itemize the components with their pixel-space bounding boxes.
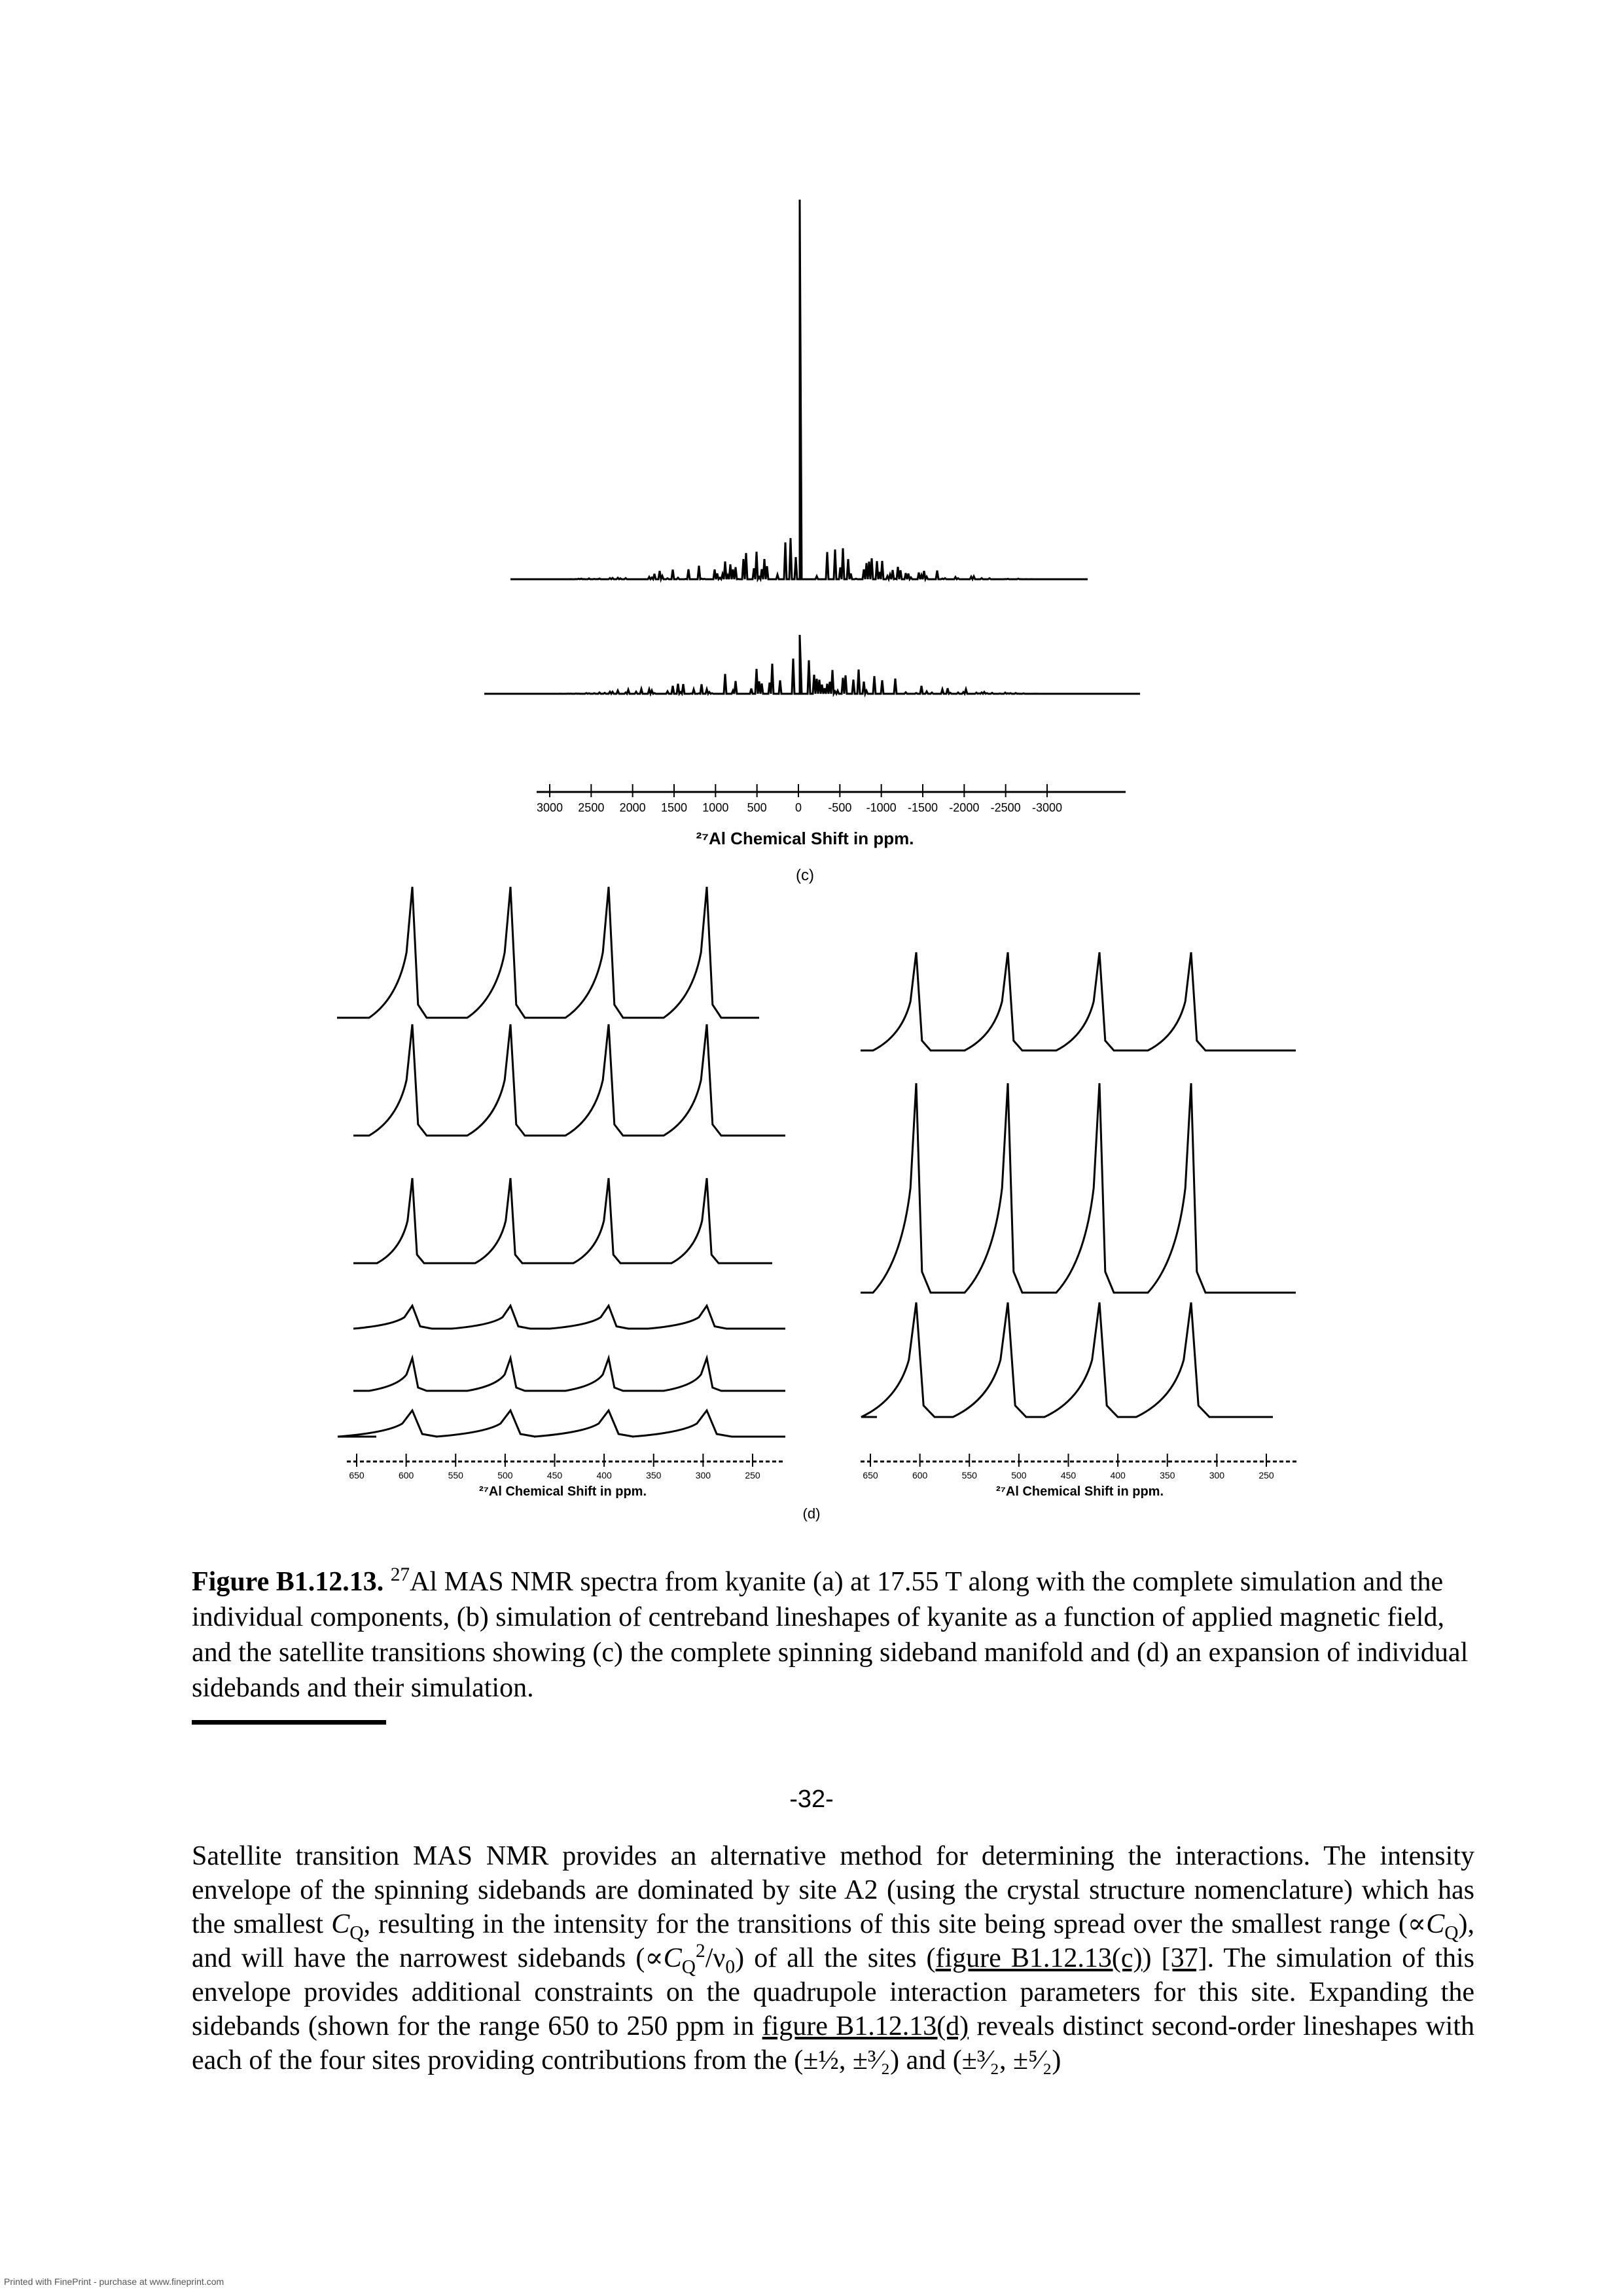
tick-label: -3000 — [1032, 801, 1062, 814]
tick-label: 350 — [1160, 1470, 1175, 1480]
fraction: ½, ± — [818, 2045, 868, 2075]
tick-label: 250 — [1258, 1470, 1274, 1480]
panel-b-axis-label: ²⁷Al Chemical Shift in ppm. — [479, 1484, 647, 1499]
text: reveals distinct second-order lineshapes… — [192, 2011, 1474, 2075]
symbol-cq: C — [331, 1909, 350, 1939]
tick-label: -1000 — [866, 801, 897, 814]
fraction: ⁵⁄₂) — [1028, 2045, 1061, 2075]
text: , resulting in the intensity for the tra… — [363, 1909, 1427, 1939]
tick-label: 300 — [696, 1470, 711, 1480]
fraction: ³⁄₂, ± — [976, 2045, 1029, 2075]
spectrum-b-row1 — [337, 886, 759, 1019]
superscript-2: 2 — [696, 1941, 705, 1962]
tick-label: 400 — [1110, 1470, 1126, 1480]
print-footer: Printed with FinePrint - purchase at www… — [4, 2276, 224, 2287]
spectrum-c-experimental-centreband — [798, 199, 803, 580]
tick-label: 400 — [596, 1470, 612, 1480]
isotope-mass: 27 — [390, 1564, 410, 1585]
tick-label: 3000 — [537, 801, 563, 814]
tick-label: 0 — [795, 801, 802, 814]
tick-label: 550 — [962, 1470, 978, 1480]
spectrum-d-row2 — [861, 1083, 1296, 1294]
subscript-q: Q — [1444, 1922, 1459, 1944]
reference-link[interactable]: [37] — [1161, 1943, 1207, 1973]
caption-text: Al MAS NMR spectra from kyanite (a) at 1… — [192, 1567, 1469, 1703]
spectrum-b-row4 — [353, 1303, 785, 1330]
tick-label: 2000 — [620, 801, 646, 814]
tick-label: 600 — [912, 1470, 928, 1480]
spectrum-c-simulation-centreband — [798, 634, 803, 694]
text: Satellite transition MAS NMR provides an… — [192, 1841, 1474, 1939]
subscript-q: Q — [681, 1956, 696, 1978]
tick-label: -1500 — [908, 801, 938, 814]
text: ) — [1142, 1943, 1162, 1973]
tick-label: 500 — [1011, 1470, 1027, 1480]
spectrum-b-row5 — [353, 1354, 785, 1392]
text: ) of all the sites ( — [735, 1943, 936, 1973]
tick-label: 1500 — [661, 801, 687, 814]
tick-label: 2500 — [578, 801, 604, 814]
nmr-figure: 3000 2500 2000 1500 1000 500 0 -500 -1000 -1500 -2… — [337, 199, 1299, 1522]
tick-label: 250 — [745, 1470, 760, 1480]
subscript-0: 0 — [725, 1956, 736, 1978]
tick-label: 600 — [399, 1470, 414, 1480]
figure-label: Figure B1.12.13. — [192, 1567, 384, 1597]
symbol-cq: C — [663, 1943, 682, 1973]
page-number: -32- — [789, 1785, 834, 1813]
spectrum-c-simulation — [484, 658, 1140, 698]
fraction: ³⁄₂) and (± — [867, 2045, 977, 2075]
tick-label: -2000 — [949, 801, 979, 814]
figure-link-d[interactable]: figure B1.12.13(d) — [762, 2011, 969, 2041]
figure-link-c[interactable]: figure B1.12.13(c) — [935, 1943, 1143, 1973]
tick-label: -500 — [828, 801, 851, 814]
panel-c-tag: (c) — [796, 867, 814, 884]
spectrum-b-row3 — [353, 1177, 772, 1265]
figure-caption: Figure B1.12.13. 27Al MAS NMR spectra fr… — [192, 1564, 1474, 1706]
panel-bd-tag: (d) — [803, 1505, 821, 1522]
tick-label: 450 — [547, 1470, 563, 1480]
spectrum-d-row3 — [861, 1302, 1273, 1418]
panel-c-axis-label: ²⁷Al Chemical Shift in ppm. — [696, 829, 914, 848]
text: /ν — [705, 1943, 726, 1973]
tick-label: 650 — [349, 1470, 365, 1480]
tick-label: 350 — [646, 1470, 662, 1480]
tick-label: 300 — [1209, 1470, 1225, 1480]
panel-d-axis-label: ²⁷Al Chemical Shift in ppm. — [996, 1484, 1164, 1499]
tick-label: 500 — [497, 1470, 513, 1480]
tick-label: 500 — [747, 801, 767, 814]
spectrum-d-row1 — [861, 952, 1296, 1052]
spectrum-b-row2 — [353, 1024, 785, 1137]
tick-label: -2500 — [991, 801, 1021, 814]
tick-label: 650 — [863, 1470, 878, 1480]
tick-label: 550 — [448, 1470, 464, 1480]
tick-label: 450 — [1061, 1470, 1077, 1480]
subscript-q: Q — [349, 1922, 364, 1944]
spectrum-b-row6 — [337, 1408, 785, 1438]
text: ), and will have the narrowest sidebands… — [192, 1909, 1474, 1973]
separator-rule — [192, 1720, 386, 1725]
text: . The simulation of this envelope provid… — [192, 1943, 1474, 2041]
tick-label: 1000 — [702, 801, 728, 814]
body-paragraph: Satellite transition MAS NMR provides an… — [192, 1839, 1474, 2077]
symbol-cq: C — [1426, 1909, 1445, 1939]
